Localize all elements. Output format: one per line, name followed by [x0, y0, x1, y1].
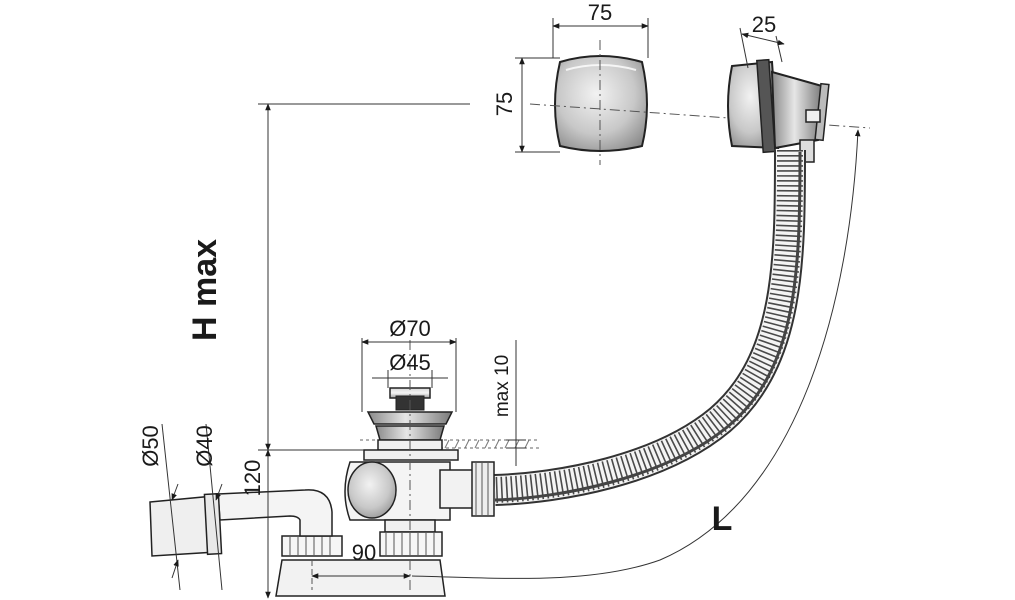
trap-offset-dimension: 90 [311, 540, 411, 579]
trap-height-dimension: 120 [240, 449, 271, 599]
length-dimension: L [411, 129, 861, 579]
waste-valve [344, 387, 495, 557]
max-thickness-label: max 10 [492, 355, 513, 417]
overflow-depth-dimension: 25 [739, 12, 785, 69]
pipe-diameter-dimensions: Ø50 Ø40 [138, 423, 223, 591]
waste-outer-diameter-label: Ø70 [389, 316, 431, 341]
cap-width-dimension: 75 [552, 0, 649, 58]
trap-offset-label: 90 [352, 540, 376, 565]
flexible-hose [494, 149, 806, 506]
pipe-outer-diameter-label: Ø50 [138, 425, 163, 467]
siphon-trap [149, 489, 446, 597]
h-max-dimension: H max [186, 103, 470, 451]
h-max-label: H max [186, 239, 224, 341]
waste-inner-diameter-dimension: Ø45 [372, 350, 448, 388]
trap-height-label: 120 [240, 460, 265, 497]
waste-outer-diameter-dimension: Ø70 [361, 316, 457, 412]
overflow-cap [554, 55, 648, 152]
cap-width-label: 75 [588, 0, 612, 25]
pipe-inner-diameter-label: Ø40 [192, 425, 217, 467]
cap-height-label: 75 [492, 92, 517, 116]
cap-height-dimension: 75 [492, 57, 560, 153]
overflow-head [727, 58, 830, 163]
overflow-depth-label: 25 [752, 12, 776, 37]
length-label: L [712, 500, 733, 538]
max-thickness-dimension: max 10 [492, 340, 526, 466]
waste-inner-diameter-label: Ø45 [389, 350, 431, 375]
